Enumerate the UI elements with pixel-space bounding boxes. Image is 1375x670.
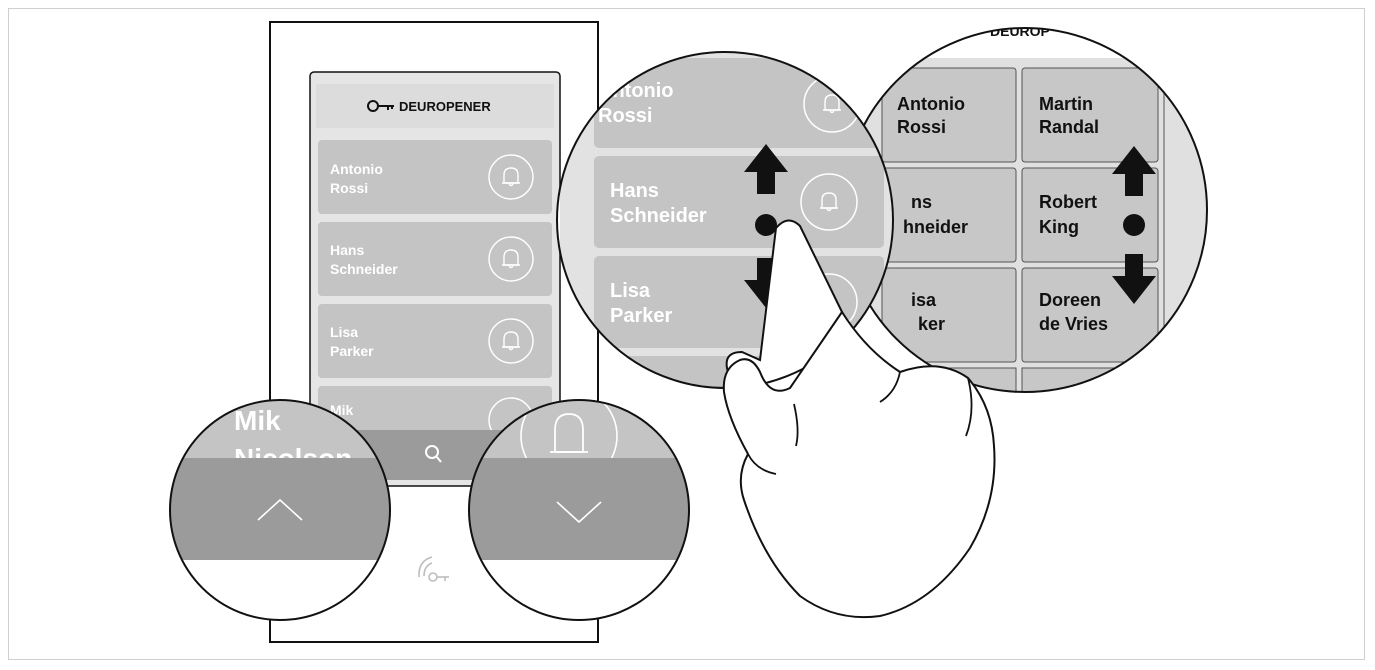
grid-cell[interactable]: Robert King [1021, 167, 1159, 263]
svg-text:Hans: Hans [610, 180, 659, 202]
resident-first-name: Lisa [330, 324, 358, 340]
header-bar[interactable] [316, 84, 554, 128]
svg-text:Schneider: Schneider [610, 205, 707, 227]
resident-first-name: Mik [330, 402, 354, 418]
svg-text:Rossi: Rossi [598, 105, 652, 127]
svg-text:Martin: Martin [1039, 94, 1093, 114]
scroll-indicator-dot [1123, 214, 1145, 236]
resident-row[interactable]: Hans Schneider [318, 222, 552, 296]
resident-last-name: Rossi [330, 180, 368, 196]
bell-icon[interactable] [800, 173, 858, 231]
svg-text:Lisa: Lisa [610, 280, 651, 302]
svg-text:Rossi: Rossi [897, 117, 946, 137]
search-icon[interactable] [425, 445, 442, 463]
zoom-circle-grid: DEUROP Antonio Rossi ns hneider isa ker [842, 23, 1208, 393]
scroll-down-button[interactable] [460, 458, 700, 560]
svg-text:King: King [1039, 217, 1079, 237]
nfc-key-icon [418, 556, 449, 582]
grid-cell[interactable]: isa ker [881, 267, 1017, 363]
header-title: DEUROPENER [399, 99, 491, 114]
figure-frame [8, 8, 1365, 660]
scroll-up-button[interactable] [160, 458, 400, 560]
hand-illustration [722, 311, 996, 619]
svg-text:ns: ns [911, 192, 932, 212]
bell-icon[interactable] [488, 318, 534, 364]
grid-cell[interactable]: Antonio Rossi [881, 67, 1017, 163]
chevron-up-icon[interactable] [257, 498, 303, 521]
zoom-circle-down [460, 399, 700, 621]
bell-icon[interactable] [488, 236, 534, 282]
grid-cell[interactable]: ns hneider [881, 167, 1017, 263]
chevron-down-icon[interactable] [556, 501, 602, 524]
resident-last-name: Schneider [330, 261, 398, 277]
resident-last-name: Parker [330, 343, 374, 359]
zoom-first-name: Mik [234, 405, 281, 436]
zoom-circle-up: Mik Nicolson [160, 399, 400, 621]
svg-text:Robert: Robert [1039, 192, 1097, 212]
svg-text:de Vries: de Vries [1039, 314, 1108, 334]
svg-text:Doreen: Doreen [1039, 290, 1101, 310]
svg-text:isa: isa [911, 290, 937, 310]
resident-row[interactable]: Lisa Parker [318, 304, 552, 378]
grid-header-partial: DEUROP [990, 23, 1050, 39]
svg-text:Randal: Randal [1039, 117, 1099, 137]
svg-text:hneider: hneider [903, 217, 968, 237]
resident-row[interactable]: Antonio Rossi [318, 140, 552, 214]
bell-icon[interactable] [488, 154, 534, 200]
key-icon [367, 100, 394, 112]
svg-text:Parker: Parker [610, 305, 672, 327]
resident-first-name: Hans [330, 242, 364, 258]
grid-cell[interactable]: Doreen de Vries [1021, 267, 1159, 363]
resident-row[interactable]: Hans Schneider [594, 156, 884, 248]
scroll-indicator-dot [755, 214, 777, 236]
svg-text:ker: ker [918, 314, 945, 334]
grid-cell[interactable]: Martin Randal [1021, 67, 1159, 163]
resident-first-name: Antonio [330, 161, 383, 177]
resident-row[interactable]: Antonio Rossi [594, 58, 884, 148]
svg-text:Antonio: Antonio [897, 94, 965, 114]
